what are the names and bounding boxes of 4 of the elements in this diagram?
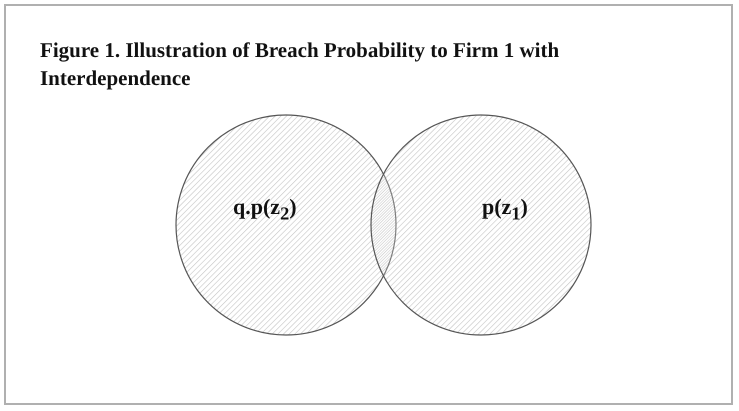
probability-label: p(z$_{1}$) [482,194,528,224]
probability-label: q.p(z$_{2}$) [233,194,297,224]
venn-circle [370,114,592,336]
figure-title: Figure 1. Illustration of Breach Probability to Firm 1 with Interdependence [40,37,560,92]
